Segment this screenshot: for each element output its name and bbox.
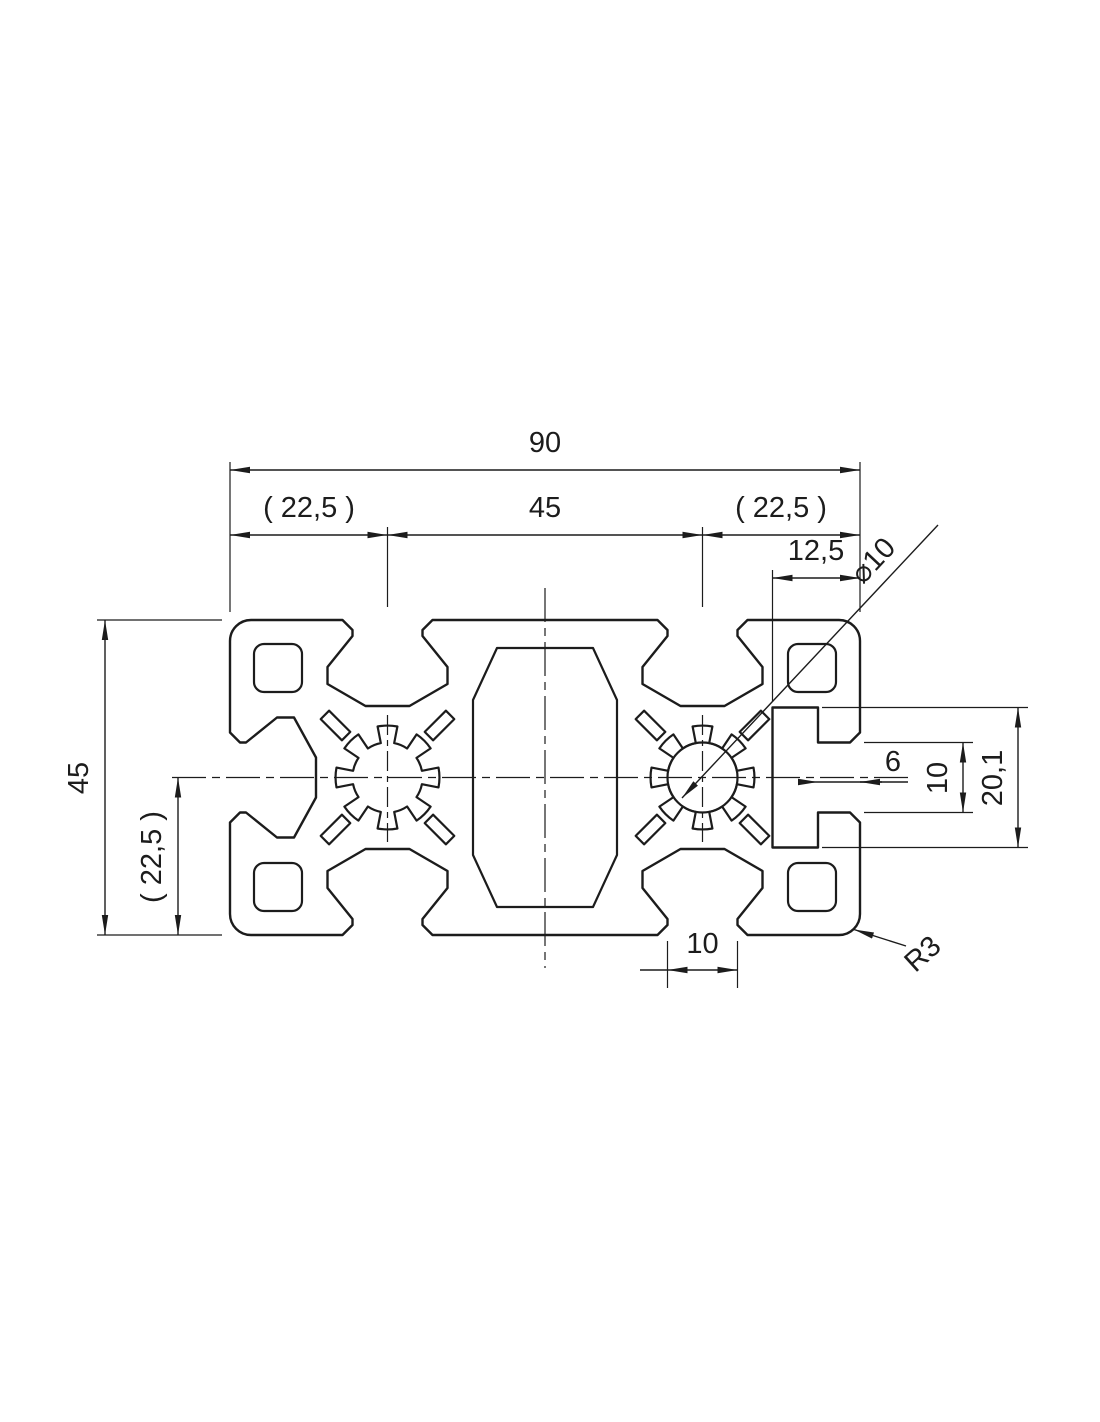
centerlines <box>172 588 908 968</box>
corner-hole-top-right <box>786 642 838 694</box>
outer-contour <box>228 618 862 937</box>
web-slashes <box>319 709 771 846</box>
central-cavity-outline <box>471 646 619 909</box>
web-slash <box>423 709 456 742</box>
dim-label-slot-opening-bottom: 10 <box>686 928 718 960</box>
web-slash <box>319 813 352 846</box>
web-slash <box>738 709 771 742</box>
central-cavity <box>471 646 619 909</box>
left-bore-spline <box>334 724 441 831</box>
dim-label-overall-height: 45 <box>63 762 95 794</box>
dim-label-inner-width: 20,1 <box>977 750 1009 806</box>
dim-label-slot-opening-right: 10 <box>922 762 954 794</box>
dim-neck-depth: 6 <box>798 746 908 786</box>
dim-label-bore-diameter: ⌀10 <box>845 532 902 590</box>
dim-corner-radius: R3 <box>853 928 947 979</box>
dim-half-height: ( 22,5 ) <box>136 777 182 935</box>
web-slash <box>634 813 667 846</box>
dim-label-pitch-right: ( 22,5 ) <box>735 492 827 524</box>
corner-holes <box>252 642 838 913</box>
dim-inner-width: 20,1 <box>822 706 1028 849</box>
dim-edge-offset: 12,5 <box>771 535 860 702</box>
profile-outline <box>228 618 862 937</box>
dim-pitch-chain: ( 22,5 ) 45 ( 22,5 ) <box>230 492 860 607</box>
web-slash <box>319 709 352 742</box>
bores <box>334 724 756 831</box>
dim-label-pitch-left: ( 22,5 ) <box>263 492 355 524</box>
dim-label-half-height: ( 22,5 ) <box>136 811 168 903</box>
dim-label-edge-offset: 12,5 <box>788 535 844 567</box>
web-slash <box>738 813 771 846</box>
corner-hole-bottom-left <box>252 861 304 913</box>
dim-slot-opening-right: 10 <box>864 741 973 814</box>
dim-label-corner-radius: R3 <box>898 930 947 979</box>
corner-hole-bottom-right <box>786 861 838 913</box>
dim-label-pitch-center: 45 <box>529 492 561 524</box>
corner-hole-top-left <box>252 642 304 694</box>
web-slash <box>634 709 667 742</box>
web-slash <box>423 813 456 846</box>
right-bore-circle <box>666 741 739 814</box>
dim-label-overall-width: 90 <box>529 427 561 459</box>
dim-overall-height: 45 <box>63 619 222 936</box>
dim-label-neck-depth: 6 <box>885 746 901 778</box>
dim-slot-opening-bottom: 10 <box>640 928 739 988</box>
